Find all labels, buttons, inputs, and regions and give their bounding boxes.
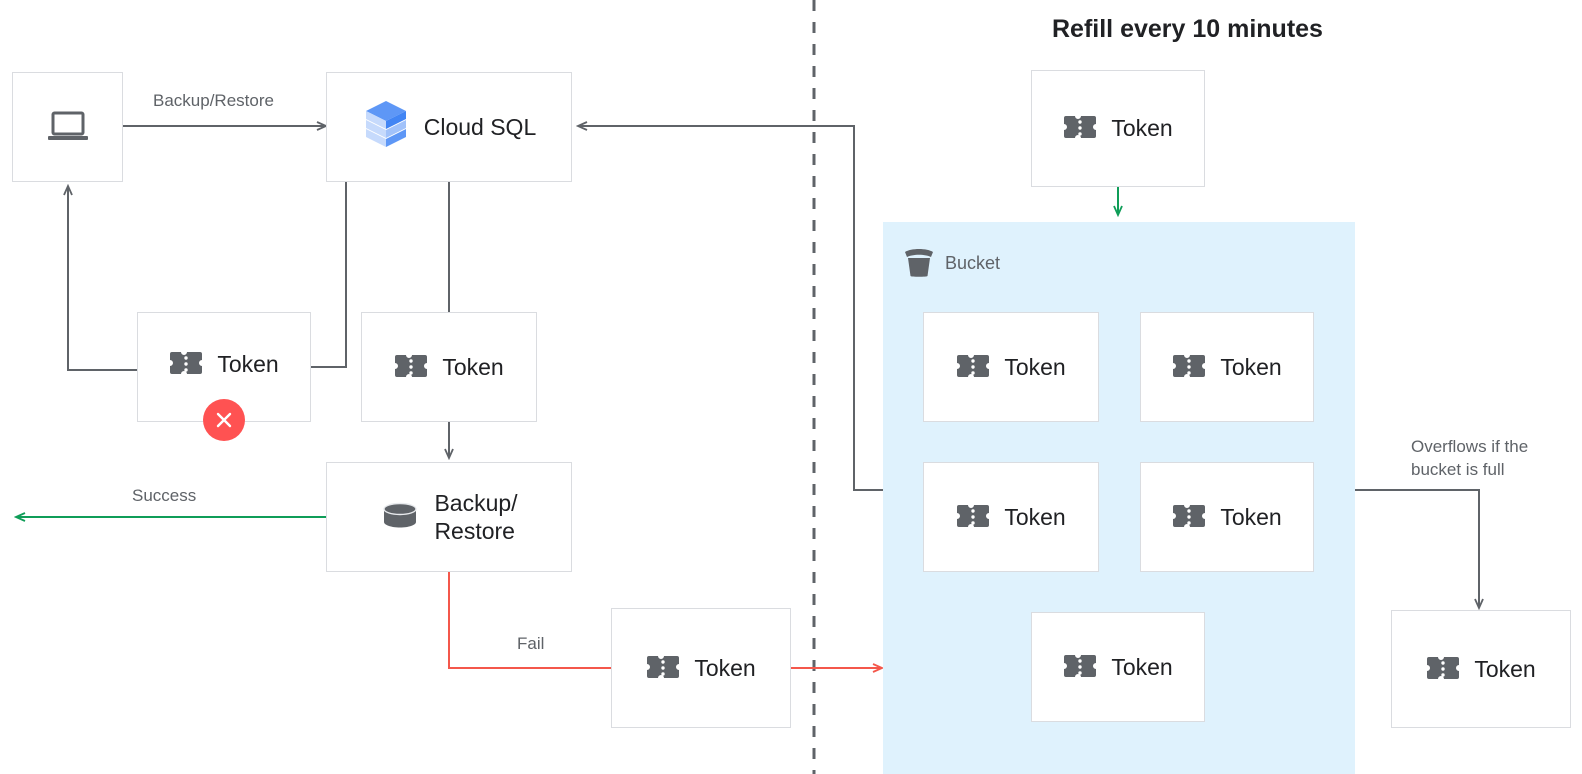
- cloud-sql-icon: [362, 99, 410, 155]
- bucket-token-5[interactable]: Token: [1031, 612, 1205, 722]
- bucket-token-4[interactable]: Token: [1140, 462, 1314, 572]
- token-icon: [646, 654, 680, 682]
- node-token-accepted-label: Token: [442, 353, 504, 380]
- edge-label-success: Success: [132, 486, 197, 505]
- token-icon: [956, 503, 990, 531]
- node-token-overflow-label: Token: [1474, 655, 1536, 682]
- node-client[interactable]: [12, 72, 123, 182]
- bucket-token-1-label: Token: [1004, 353, 1066, 380]
- token-icon: [1426, 655, 1460, 683]
- fail-x-badge: [203, 399, 245, 441]
- laptop-icon: [46, 109, 90, 145]
- token-icon: [1063, 114, 1097, 142]
- node-token-refill[interactable]: Token: [1031, 70, 1205, 187]
- close-icon: [216, 412, 232, 428]
- token-icon: [1172, 353, 1206, 381]
- bucket-token-1[interactable]: Token: [923, 312, 1099, 422]
- page-title: Refill every 10 minutes: [1052, 15, 1323, 43]
- node-token-refill-label: Token: [1111, 115, 1173, 142]
- node-token-fail-label: Token: [694, 654, 756, 681]
- edge-token-rejected-to-client: [68, 186, 137, 371]
- edge-bucket-overflow: [1355, 489, 1479, 608]
- bucket-header: Bucket: [903, 248, 1000, 278]
- bucket-title: Bucket: [945, 252, 1001, 273]
- bucket-icon: [903, 248, 935, 278]
- edge-cloudsql-to-token-rejected: [311, 182, 347, 368]
- database-icon: [380, 500, 420, 534]
- node-token-rejected-label: Token: [217, 350, 279, 377]
- bucket-token-2-label: Token: [1220, 353, 1282, 380]
- edge-label-fail: Fail: [517, 634, 545, 653]
- bucket-token-3-label: Token: [1004, 503, 1066, 530]
- node-backup-restore-label: Backup/ Restore: [434, 489, 518, 544]
- node-token-accepted[interactable]: Token: [361, 312, 537, 422]
- node-cloud-sql[interactable]: Cloud SQL: [326, 72, 572, 182]
- bucket-token-2[interactable]: Token: [1140, 312, 1314, 422]
- node-token-fail[interactable]: Token: [611, 608, 791, 728]
- node-cloud-sql-label: Cloud SQL: [423, 113, 537, 140]
- node-token-overflow[interactable]: Token: [1391, 610, 1571, 728]
- token-icon: [956, 353, 990, 381]
- edge-bucket-to-cloudsql: [578, 126, 883, 491]
- token-icon: [169, 350, 203, 378]
- bucket-token-4-label: Token: [1220, 503, 1282, 530]
- edge-label-backup-restore: Backup/Restore: [153, 91, 274, 110]
- token-icon: [394, 353, 428, 381]
- edge-label-overflow: Overflows if the bucket is full: [1411, 437, 1529, 479]
- token-icon: [1172, 503, 1206, 531]
- bucket-token-5-label: Token: [1111, 653, 1173, 680]
- bucket-token-3[interactable]: Token: [923, 462, 1099, 572]
- node-backup-restore[interactable]: Backup/ Restore: [326, 462, 572, 572]
- token-icon: [1063, 653, 1097, 681]
